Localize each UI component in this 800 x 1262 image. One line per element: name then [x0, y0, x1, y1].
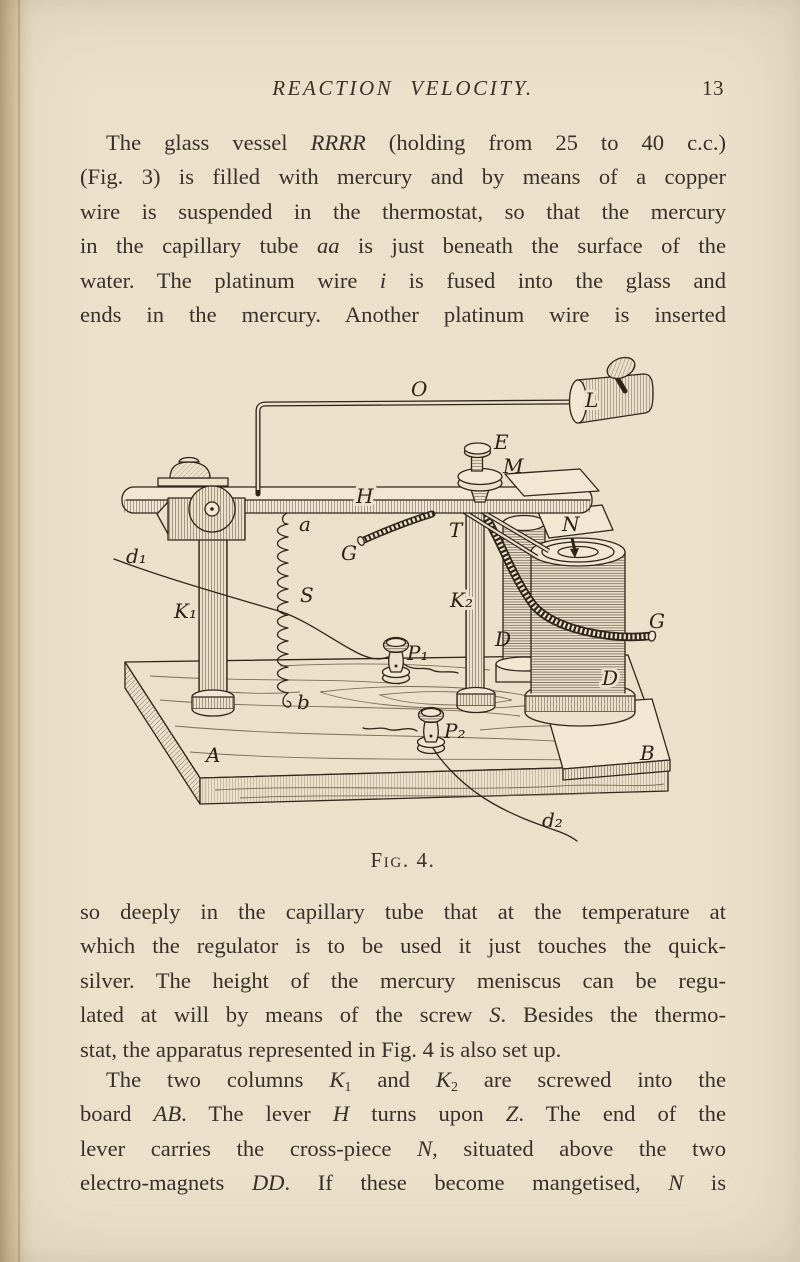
connecting-wires — [113, 558, 578, 842]
spring-s — [276, 512, 292, 708]
text-line: in the capillary tube aa is just beneath… — [80, 233, 726, 259]
binding-post-p2 — [416, 706, 446, 755]
text-line: stat, the apparatus represented in Fig. … — [80, 1036, 562, 1062]
text-line: board AB. The lever H turns upon Z. The … — [80, 1101, 726, 1127]
figure-caption: Fig. 4. — [370, 848, 436, 872]
figure-label-L: L — [584, 388, 598, 412]
figure-label-d1: d₁ — [126, 544, 147, 568]
figure-label-K2: K₂ — [449, 588, 473, 612]
figure-label-M: M — [502, 454, 524, 478]
figure-label-T: T — [449, 518, 464, 542]
figure-label-N: N — [561, 512, 581, 536]
figure-label-D-right: D — [601, 666, 618, 690]
paragraph-1: The glass vessel RRRR (holding from 25 t… — [80, 126, 726, 332]
figure-label-B: B — [639, 741, 655, 765]
electromagnet-front — [524, 537, 636, 727]
figure-label-K1: K₁ — [173, 599, 197, 623]
running-header: REACTION VELOCITY. 13 — [80, 76, 726, 102]
lever-end-plate — [504, 468, 600, 497]
figure-label-O: O — [411, 377, 427, 401]
text-line: wire is suspended in the thermostat, so … — [80, 198, 726, 224]
text-line: so deeply in the capillary tube that at … — [80, 899, 726, 924]
text-line: The glass vessel RRRR (holding from 25 t… — [106, 130, 726, 155]
text-line: The two columns K1 and K2 are screwed in… — [106, 1067, 726, 1095]
rubber-tube-right — [481, 512, 657, 642]
figure-label-d2: d₂ — [542, 808, 563, 832]
text-line: (Fig. 3) is filled with mercury and by m… — [80, 164, 726, 190]
figure-label-A: A — [204, 743, 220, 767]
column-k2 — [456, 513, 496, 714]
figure-label-G-left: G — [341, 541, 357, 565]
paragraph-2: so deeply in the capillary tube that at … — [80, 895, 726, 1067]
rod-o-counterweight — [255, 356, 654, 497]
text-line: ends in the mercury. Another platinum wi… — [80, 301, 726, 327]
figure-label-S: S — [300, 583, 314, 607]
figure-label-H: H — [355, 484, 374, 508]
paragraph-3: The two columns K1 and K2 are screwed in… — [80, 1063, 726, 1201]
figure-label-D-left: D — [494, 627, 511, 651]
tube-left — [357, 510, 436, 546]
figure-label-P2: P₂ — [443, 719, 465, 743]
text-line: lever carries the cross-piece N, situate… — [80, 1135, 726, 1161]
text-line: silver. The height of the mercury menisc… — [80, 967, 726, 993]
page-title: REACTION VELOCITY. — [272, 76, 534, 100]
figure-label-P1: P₁ — [406, 641, 428, 665]
figure-label-a: a — [299, 512, 311, 536]
page-number: 13 — [702, 76, 724, 100]
adjusting-screw — [457, 442, 503, 503]
text-line: lated at will by means of the screw S. B… — [80, 1002, 726, 1028]
text-line: which the regulator is to be used it jus… — [80, 933, 726, 959]
figure-labels: O L E M H a G T N K₁ K₂ S b P₁ P₂ D D G … — [126, 377, 668, 832]
figure-label-G-right: G — [649, 609, 665, 633]
column-k1-pivot — [156, 456, 246, 717]
support-braces — [461, 506, 551, 559]
text-line: water. The platinum wire i is fused into… — [80, 267, 726, 293]
figure-label-b: b — [297, 690, 310, 714]
page-gutter-shadow — [0, 0, 34, 1262]
figure-label-E: E — [493, 430, 509, 454]
text-line: electro-magnets DD. If these become mang… — [80, 1170, 726, 1196]
binding-post-p1 — [381, 636, 411, 685]
